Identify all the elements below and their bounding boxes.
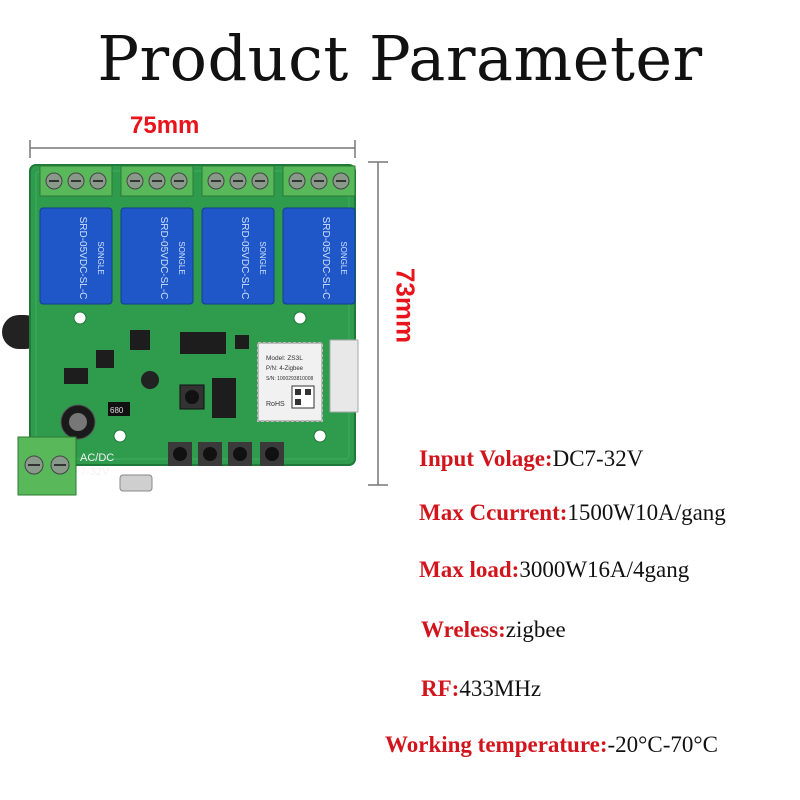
relay-3-label: SRD-05VDC-SL-C [239, 217, 250, 300]
spec-key: Working temperature: [385, 732, 608, 757]
width-dimension-line [29, 140, 356, 158]
module-sn-text: S/N: 1000293810008 [266, 376, 313, 382]
spec-key: Input Volage: [419, 446, 553, 471]
spec-value: 3000W16A/4gang [519, 557, 690, 582]
spec-key: Wreless: [421, 617, 506, 642]
relay-2-brand: SONGLE [177, 241, 186, 274]
buzzer [141, 371, 159, 389]
tact-buttons [168, 442, 284, 466]
capacitor-680 [108, 402, 130, 416]
module-pn-text: P/N: 4-Zigbee [266, 366, 304, 372]
relay-3-brand: SONGLE [258, 241, 267, 274]
spec-key: Max load: [419, 557, 520, 582]
spec-rf: RF:433MHz [421, 676, 541, 702]
spec-value: DC7-32V [552, 446, 644, 471]
white-connector [329, 339, 359, 413]
spec-working-temperature: Working temperature:-20°C-70°C [385, 732, 718, 758]
module-rohs-text: RoHS [266, 401, 285, 408]
relay-1: SRD-05VDC-SL-C SONGLE [39, 207, 113, 305]
usb-port [119, 474, 153, 492]
electrolytic-capacitor [60, 404, 96, 440]
relay-2: SRD-05VDC-SL-C SONGLE [120, 207, 194, 305]
mounting-holes [73, 311, 327, 443]
spec-max-current: Max Ccurrent:1500W10A/gang [419, 500, 726, 526]
spec-wireless: Wreless:zigbee [421, 617, 566, 643]
width-dimension-label: 75mm [130, 112, 200, 139]
output-terminal-blocks [39, 165, 356, 197]
page-title: Product Parameter [97, 22, 703, 95]
spec-key: Max Ccurrent: [419, 500, 568, 525]
spec-key: RF: [421, 676, 460, 701]
relay-1-label: SRD-05VDC-SL-C [77, 217, 88, 300]
module-model-text: Model: ZS3L [266, 355, 303, 362]
input-terminal-block [17, 436, 77, 496]
ic-chips [64, 330, 249, 418]
product-illustration: SRD-05VDC-SL-C SONGLE SRD-05VDC-SL-C SON… [2, 140, 388, 496]
spec-value: 433MHz [459, 676, 542, 701]
relays: SRD-05VDC-SL-C SONGLE SRD-05VDC-SL-C SON… [39, 207, 356, 305]
input-label-voltage: 7-32V [80, 466, 110, 478]
relay-4: SRD-05VDC-SL-C SONGLE [282, 207, 356, 305]
relay-4-label: SRD-05VDC-SL-C [320, 217, 331, 300]
zigbee-module: Model: ZS3L P/N: 4-Zigbee S/N: 100029381… [257, 342, 323, 422]
relay-2-label: SRD-05VDC-SL-C [158, 217, 169, 300]
spec-max-load: Max load:3000W16A/4gang [419, 557, 689, 583]
spec-value: -20°C-70°C [607, 732, 718, 757]
capacitor-680-label: 680 [110, 406, 124, 415]
spec-value: zigbee [505, 617, 566, 642]
relay-3: SRD-05VDC-SL-C SONGLE [201, 207, 275, 305]
spec-value: 1500W10A/gang [567, 500, 726, 525]
relay-4-brand: SONGLE [339, 241, 348, 274]
input-label-acdc: AC/DC [80, 452, 114, 464]
spec-input-voltage: Input Volage:DC7-32V [419, 446, 643, 472]
relay-1-brand: SONGLE [96, 241, 105, 274]
height-dimension-label: 73mm [390, 267, 421, 344]
height-dimension-line [368, 161, 388, 486]
